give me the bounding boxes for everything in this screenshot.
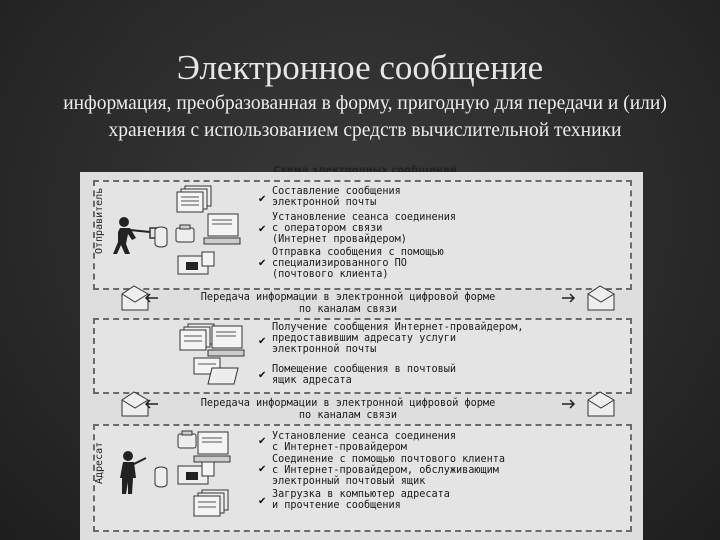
- arrow-left-icon: [144, 399, 158, 409]
- envelope-icon: [121, 285, 149, 311]
- provider-box: [93, 318, 632, 394]
- check-icon: ✔: [258, 464, 267, 475]
- document-stack-icon: [176, 185, 212, 213]
- check-icon: ✔: [258, 370, 267, 381]
- printer-icon: [177, 251, 215, 275]
- transfer-text-2: Передача информации в электронной цифров…: [200, 398, 496, 421]
- slide-title: Электронное сообщение: [176, 48, 544, 87]
- printer-icon: [177, 461, 215, 485]
- check-icon: ✔: [258, 194, 267, 205]
- recipient-step-1: Установление сеанса соединения с Интерне…: [272, 431, 457, 454]
- arrow-left-icon: [144, 293, 158, 303]
- transfer-text-1: Передача информации в электронной цифров…: [200, 292, 496, 315]
- check-icon: ✔: [258, 436, 267, 447]
- mail-tray-icon: [193, 357, 239, 385]
- sender-step-1: Составление сообщения электронной почты: [272, 186, 401, 209]
- recipient-step-3: Загрузка в компьютер адресата и прочтени…: [272, 489, 450, 512]
- person-icon: [120, 451, 147, 494]
- scheme-diagram: Отправитель ✔ Составление сообщения элек…: [80, 172, 643, 540]
- slide-subtitle: информация, преобразованная в форму, при…: [63, 93, 667, 141]
- check-icon: ✔: [258, 496, 267, 507]
- sender-step-3: Отправка сообщения с помощью специализир…: [272, 247, 444, 281]
- phone-icon: [175, 224, 195, 243]
- provider-step-2: Помещение сообщения в почтовый ящик адре…: [272, 364, 457, 387]
- computer-icon: [203, 213, 241, 245]
- check-icon: ✔: [258, 336, 267, 347]
- sender-step-2: Установление сеанса соединения с операто…: [272, 212, 457, 246]
- envelope-icon: [121, 391, 149, 417]
- arrow-right-icon: [562, 399, 576, 409]
- scheme-title: Схема электронных сообщений: [273, 165, 457, 174]
- cylinder-icon: [154, 226, 168, 248]
- recipient-step-2: Соединение с помощью почтового клиента с…: [272, 454, 506, 488]
- envelope-icon: [587, 391, 615, 417]
- arrow-right-icon: [562, 293, 576, 303]
- phone-icon: [177, 430, 197, 449]
- document-stack-icon: [179, 323, 215, 351]
- cylinder-icon: [154, 466, 168, 488]
- check-icon: ✔: [258, 258, 267, 269]
- check-icon: ✔: [258, 224, 267, 235]
- computer-icon: [207, 325, 245, 357]
- document-stack-icon: [193, 489, 229, 517]
- computer-icon: [193, 431, 231, 463]
- recipient-label: Адресат: [94, 441, 105, 484]
- sender-label: Отправитель: [94, 187, 105, 254]
- provider-step-1: Получение сообщения Интернет-провайдером…: [272, 322, 524, 356]
- envelope-icon: [587, 285, 615, 311]
